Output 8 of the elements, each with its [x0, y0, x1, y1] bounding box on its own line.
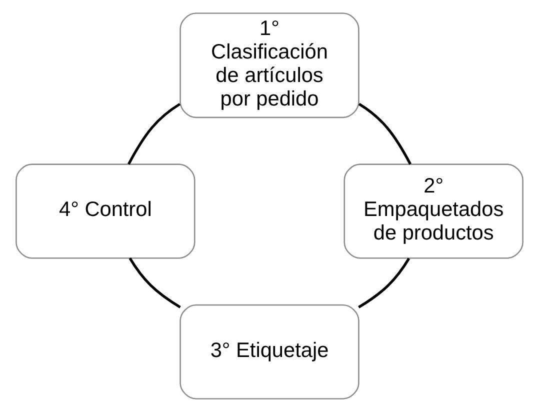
node-box: 3° Etiquetaje	[179, 304, 359, 400]
connector	[358, 102, 411, 165]
connector	[127, 102, 180, 165]
connector	[128, 258, 180, 308]
node-box: 2° Empaquetados de productos	[343, 164, 523, 259]
node-box: 1° Clasificación de artículos por pedido	[179, 12, 359, 118]
node-box: 4° Control	[15, 164, 195, 259]
connector	[358, 258, 410, 308]
